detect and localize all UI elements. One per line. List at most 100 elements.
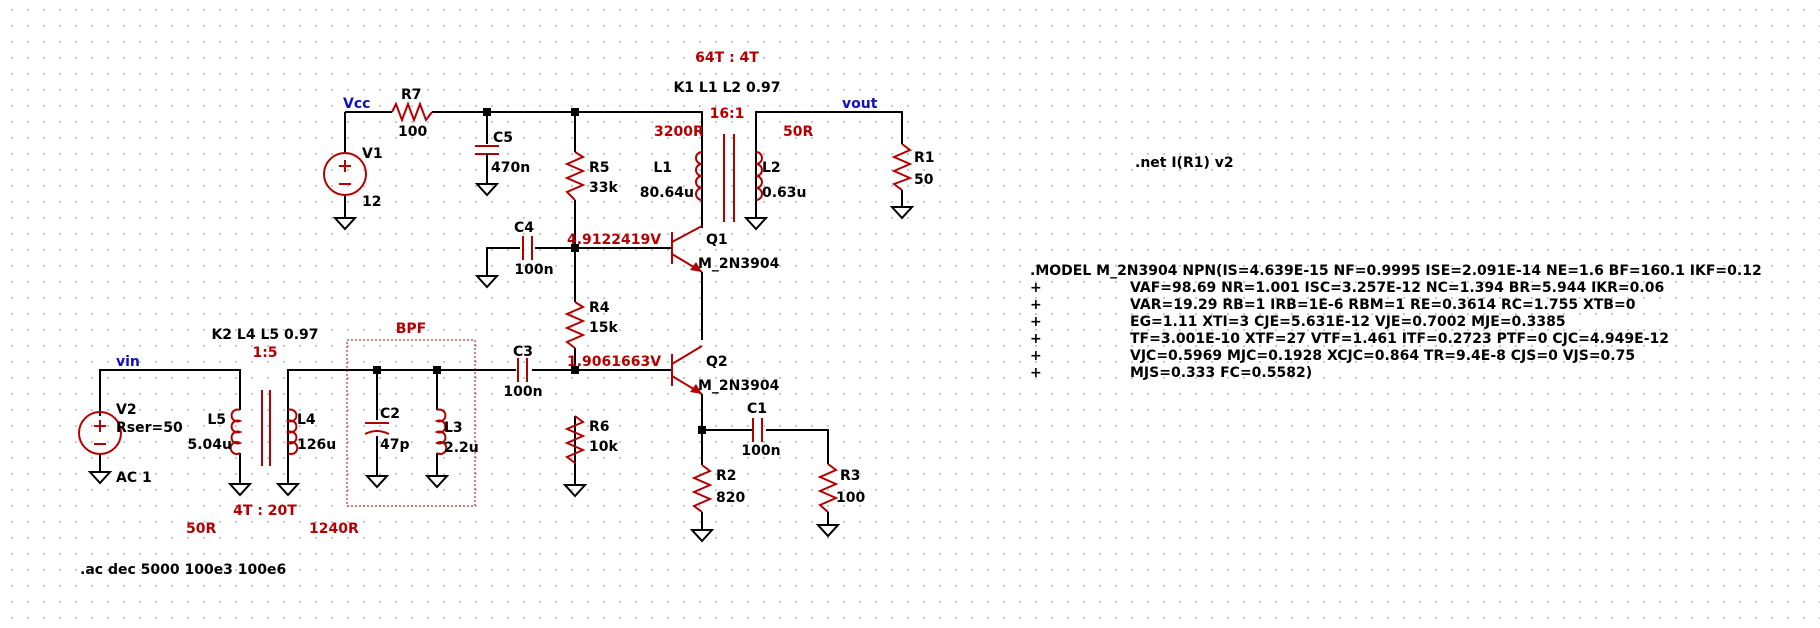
spice-directives: K1 L1 L2 0.97 K2 L4 L5 0.97 .net I(R1) v…	[80, 80, 1762, 578]
label-l3-name: L3	[444, 420, 463, 436]
label-r6-value: 10k	[589, 439, 618, 455]
directive-net: .net I(R1) v2	[1135, 155, 1234, 171]
bpf-box	[346, 339, 476, 507]
label-q2-value: M_2N3904	[698, 378, 780, 394]
resistor-r4	[564, 301, 586, 349]
label-l1-value: 80.64u	[640, 185, 694, 201]
label-r4-value: 15k	[589, 320, 618, 336]
label-r3-value: 100	[836, 490, 865, 506]
model-prefix-5: +	[1030, 348, 1042, 364]
inductor-l2	[755, 112, 763, 210]
inductor-l5	[229, 408, 243, 455]
annotation-50r-bottom: 50R	[186, 521, 216, 537]
ground-symbols	[87, 183, 915, 543]
net-label-vout: vout	[842, 96, 878, 112]
transistor-q1	[671, 225, 703, 273]
label-c4-name: C4	[514, 220, 534, 236]
label-r2-name: R2	[716, 468, 737, 484]
label-r7-name: R7	[401, 87, 422, 103]
inductor-l1	[695, 112, 703, 220]
capacitor-c2	[364, 422, 390, 435]
model-line-0: .MODEL M_2N3904 NPN(IS=4.639E-15 NF=0.99…	[1030, 263, 1762, 279]
model-prefix-3: +	[1030, 314, 1042, 330]
label-r5-name: R5	[589, 160, 610, 176]
capacitor-c1	[752, 418, 763, 442]
capacitor-c4	[522, 236, 533, 260]
label-v1-value: 12	[362, 194, 381, 210]
annotation-ratio-top: 16:1	[710, 106, 745, 122]
model-line-5: VJC=0.5969 MJC=0.1928 XCJC=0.864 TR=9.4E…	[1130, 348, 1635, 364]
label-l3-value: 2.2u	[444, 440, 479, 456]
resistor-r3	[817, 463, 839, 513]
directive-k2: K2 L4 L5 0.97	[211, 327, 318, 343]
label-l5-value: 5.04u	[187, 437, 232, 453]
model-prefix-6: +	[1030, 365, 1042, 381]
model-prefix-2: +	[1030, 297, 1042, 313]
inductor-l4	[285, 370, 299, 455]
junctions	[373, 108, 706, 434]
label-r5-value: 33k	[589, 180, 618, 196]
inductor-l3	[434, 408, 448, 455]
wires	[99, 111, 903, 530]
voltage-source-v2	[78, 411, 122, 455]
model-line-6: MJS=0.333 FC=0.5582)	[1130, 365, 1312, 381]
capacitor-c5	[475, 116, 499, 182]
label-v2-name: V2	[116, 402, 137, 418]
annotation-3200r: 3200R	[654, 124, 704, 140]
resistor-r6	[564, 415, 586, 464]
net-label-vcc: Vcc	[343, 96, 370, 112]
label-c2-value: 47p	[380, 437, 410, 453]
transformer-core-top	[723, 134, 735, 222]
label-v1-name: V1	[362, 146, 383, 162]
directive-ac: .ac dec 5000 100e3 100e6	[80, 562, 286, 578]
label-c3-value: 100n	[503, 384, 542, 400]
label-l5-name: L5	[207, 412, 226, 428]
annotation-1240r: 1240R	[309, 521, 359, 537]
red-annotations: 64T : 4T 16:1 3200R 50R 1:5 4T : 20T 50R…	[186, 50, 813, 537]
net-label-vin: vin	[116, 354, 140, 370]
transformer-core-bottom	[261, 390, 271, 466]
label-r1-value: 50	[914, 172, 934, 188]
label-l1-name: L1	[653, 160, 672, 176]
label-l2-value: 0.63u	[762, 185, 807, 201]
resistor-r2	[691, 464, 713, 513]
label-r1-name: R1	[914, 150, 935, 166]
label-v2-ac: AC 1	[116, 470, 152, 486]
label-c4-value: 100n	[514, 262, 553, 278]
model-line-2: VAR=19.29 RB=1 IRB=1E-6 RBM=1 RE=0.3614 …	[1130, 297, 1636, 313]
label-r6-name: R6	[589, 419, 610, 435]
label-l4-value: 126u	[297, 437, 336, 453]
label-q1-value: M_2N3904	[698, 256, 780, 272]
annotation-bpf: BPF	[396, 321, 427, 337]
model-line-4: TF=3.001E-10 XTF=27 VTF=1.461 ITF=0.2723…	[1130, 331, 1669, 347]
label-c5-value: 470n	[491, 160, 530, 176]
resistor-r5	[564, 151, 586, 201]
model-prefix-1: +	[1030, 280, 1042, 296]
annotation-v-q1-base: 4.9122419V	[567, 232, 661, 248]
label-r3-name: R3	[840, 468, 861, 484]
label-r2-value: 820	[716, 490, 745, 506]
annotation-ratio-bottom: 1:5	[252, 345, 277, 361]
annotation-v-q2-base: 1.9061663V	[567, 354, 661, 370]
label-v2-value: Rser=50	[116, 420, 183, 436]
net-labels: Vcc vout vin	[116, 96, 878, 370]
transistor-q2	[671, 345, 703, 395]
label-q2-name: Q2	[706, 354, 728, 370]
label-l4-name: L4	[297, 412, 316, 428]
voltage-source-v1	[323, 152, 367, 196]
label-c2-name: C2	[380, 406, 400, 422]
annotation-turns-top: 64T : 4T	[695, 50, 759, 66]
model-line-3: EG=1.11 XTI=3 CJE=5.631E-12 VJE=0.7002 M…	[1130, 314, 1566, 330]
model-prefix-4: +	[1030, 331, 1042, 347]
capacitor-c3	[517, 358, 528, 382]
directive-k1: K1 L1 L2 0.97	[673, 80, 780, 96]
component-labels: R7 100 V1 12 C5 470n R5 33k L1 80.64u L2…	[116, 87, 935, 506]
label-r7-value: 100	[398, 124, 427, 140]
label-l2-name: L2	[762, 160, 781, 176]
model-line-1: VAF=98.69 NR=1.001 ISC=3.257E-12 NC=1.39…	[1130, 280, 1664, 296]
label-c5-name: C5	[493, 130, 513, 146]
label-c1-name: C1	[747, 401, 767, 417]
label-r4-name: R4	[589, 300, 610, 316]
label-c3-name: C3	[513, 344, 533, 360]
